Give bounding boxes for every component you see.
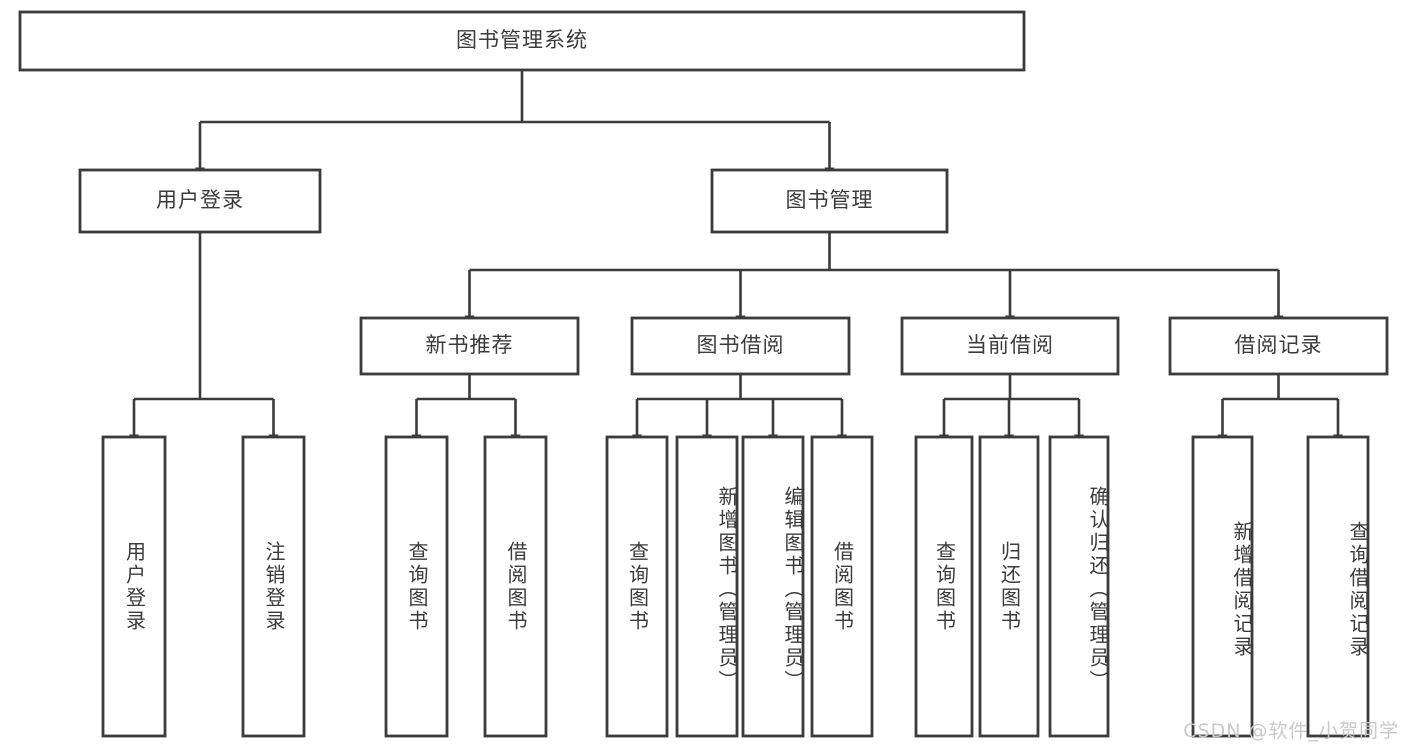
node-box-leaf-add-book-admin[interactable]: [675, 435, 739, 738]
node-box-user-login[interactable]: [78, 168, 322, 234]
node-box-leaf-borrow-book[interactable]: [810, 435, 874, 738]
node-box-leaf-logout[interactable]: [241, 435, 306, 738]
node-box-current-borrow[interactable]: [900, 316, 1120, 376]
node-box-leaf-edit-book-admin[interactable]: [741, 435, 805, 738]
node-box-leaf-query-book-borrow[interactable]: [605, 435, 669, 738]
watermark-text: CSDN @软件_小贺同学: [1183, 720, 1399, 742]
node-box-leaf-query-book-current[interactable]: [914, 435, 974, 738]
node-box-root[interactable]: [18, 10, 1026, 72]
node-box-book-borrow[interactable]: [630, 316, 851, 376]
node-box-book-management[interactable]: [710, 168, 949, 234]
node-box-leaf-confirm-return-admin[interactable]: [1048, 435, 1110, 738]
node-box-leaf-query-book-new[interactable]: [384, 435, 449, 738]
node-box-leaf-add-borrow-record[interactable]: [1191, 435, 1254, 738]
node-box-new-book-recommend[interactable]: [359, 316, 580, 376]
node-box-leaf-query-borrow-record[interactable]: [1306, 435, 1370, 738]
node-box-borrow-record[interactable]: [1168, 316, 1389, 376]
node-box-leaf-return-book[interactable]: [978, 435, 1040, 738]
node-box-leaf-user-login[interactable]: [101, 435, 167, 738]
node-box-leaf-borrow-book-new[interactable]: [483, 435, 548, 738]
